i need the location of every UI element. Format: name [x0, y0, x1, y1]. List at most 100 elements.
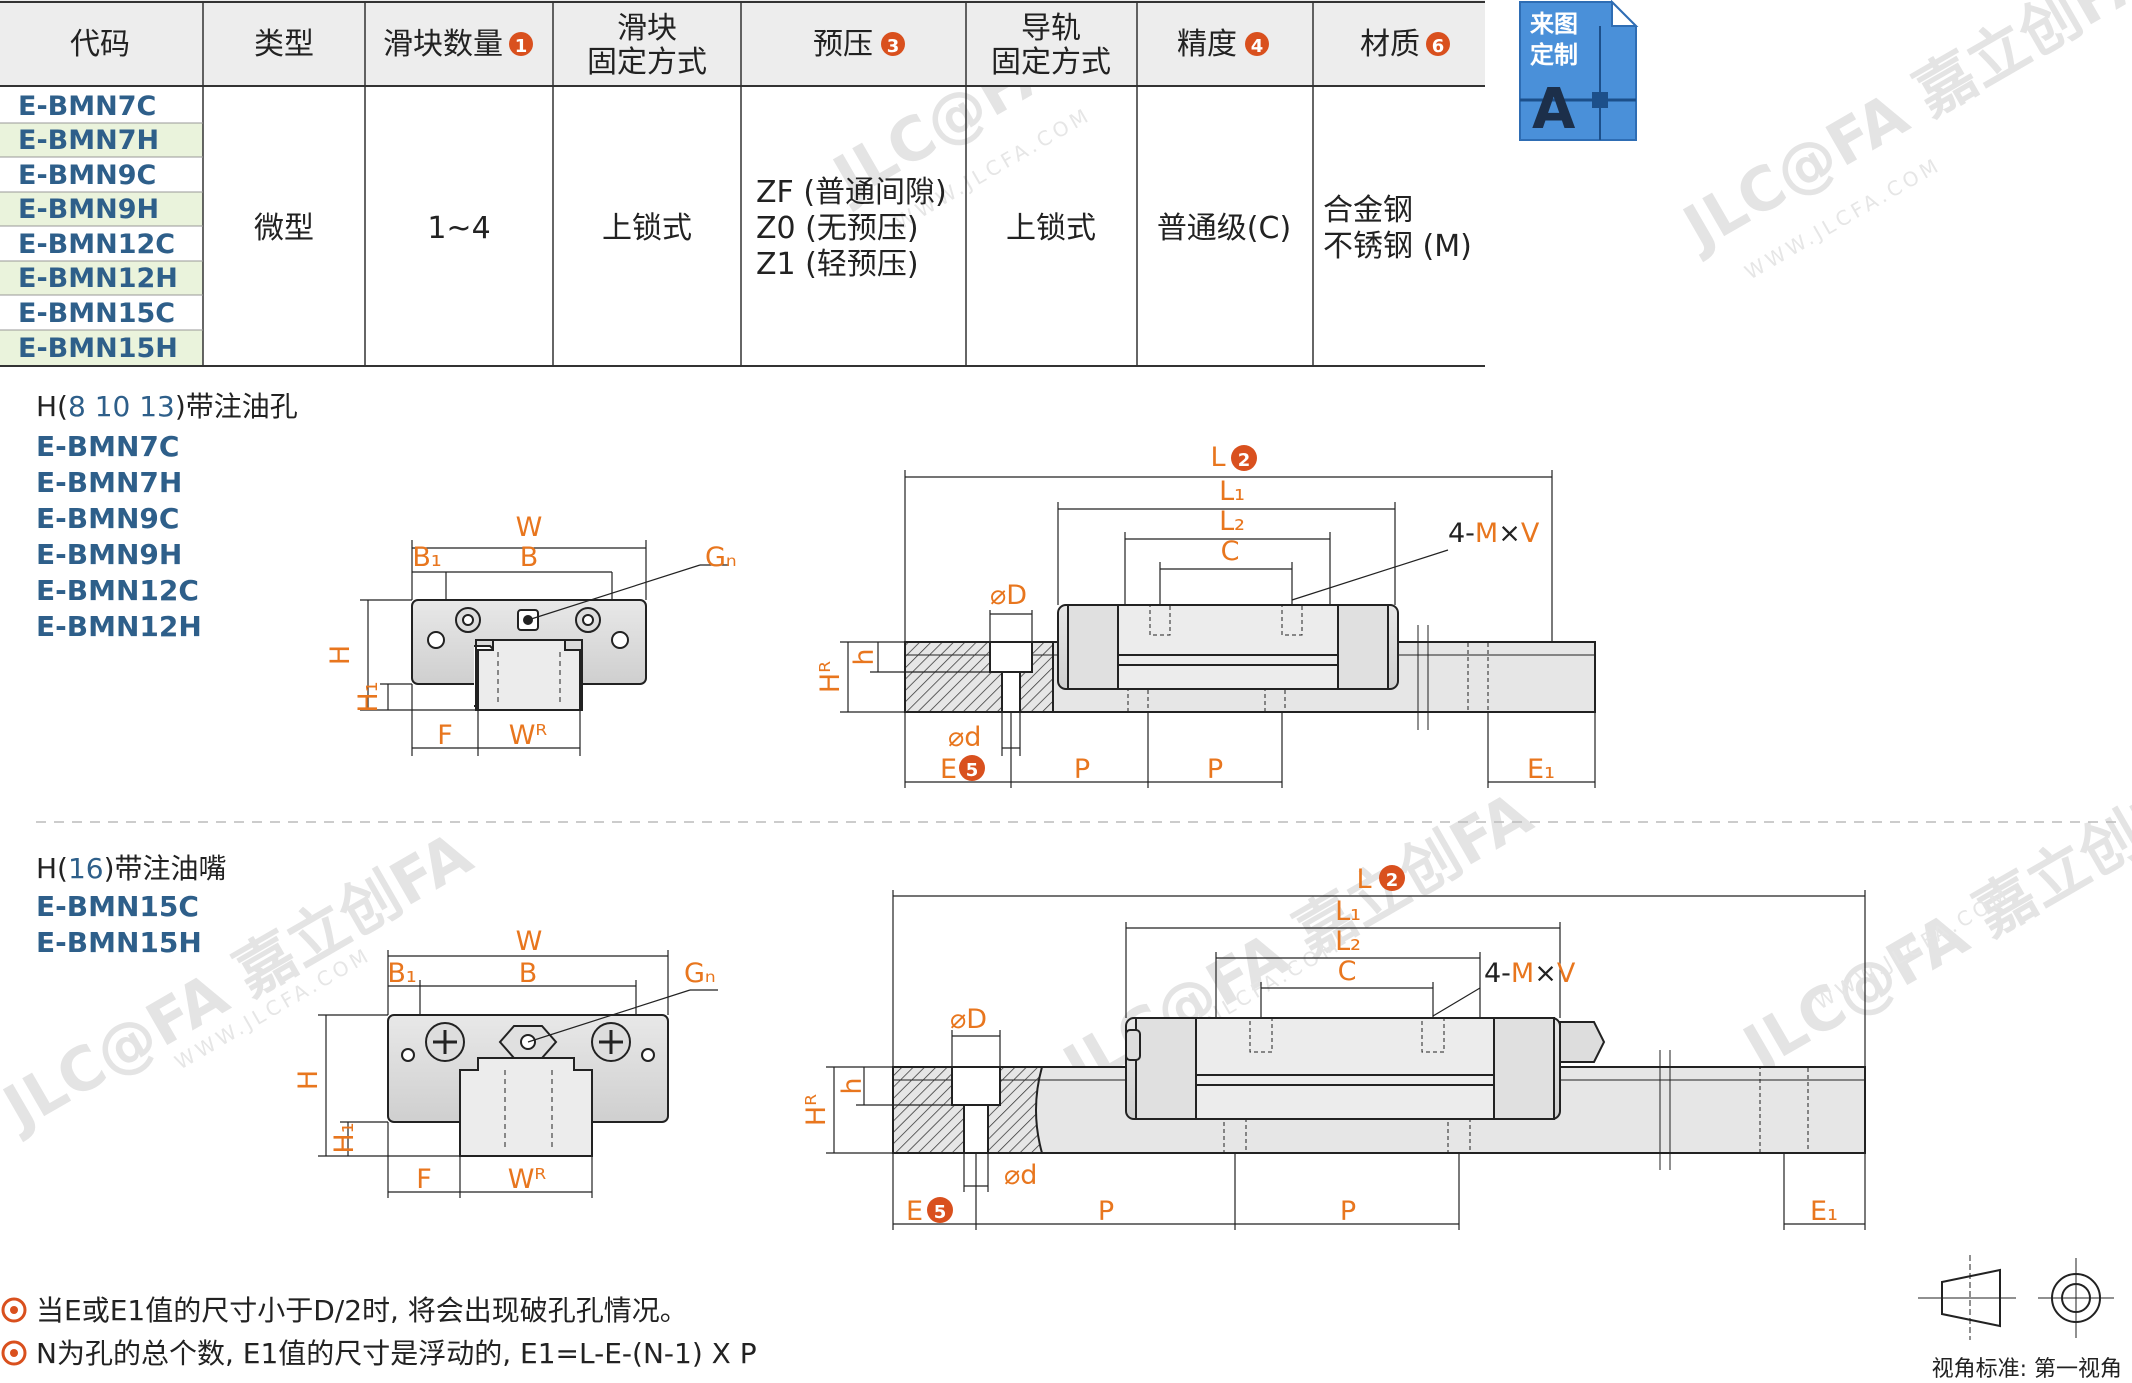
side-view-1 — [904, 604, 1596, 730]
dim-gn: Gₙ — [684, 958, 716, 989]
header-rail-fix-2: 固定方式 — [991, 45, 1111, 80]
badge-2-label: 2 — [1238, 450, 1251, 471]
side-view-2 — [892, 1017, 1866, 1170]
header-accuracy: 精度 — [1177, 27, 1237, 62]
header-slider-count: 滑块数量 — [383, 27, 503, 62]
section-code: E-BMN7C — [36, 430, 179, 463]
header-slider-fix-2: 固定方式 — [587, 45, 707, 80]
note-bullet-icon — [10, 1306, 18, 1314]
dim-c: C — [1338, 956, 1357, 987]
dim-b1: B₁ — [387, 958, 416, 989]
badge-2 — [1231, 445, 1257, 471]
code-cell: E-BMN9H — [18, 194, 159, 225]
section-2-title: H(16)带注油嘴 — [36, 852, 227, 885]
badge-line-2: 定制 — [1530, 41, 1578, 69]
dim-p: P — [1207, 754, 1223, 785]
code-cell: E-BMN12C — [18, 229, 175, 260]
watermark-text: JLC@FA 嘉立创FA — [1669, 0, 2132, 265]
dim-p: P — [1340, 1196, 1356, 1227]
badge-5 — [927, 1197, 953, 1223]
row-bg — [0, 123, 203, 157]
badge-5-label: 5 — [966, 760, 979, 781]
end-view-1-dims — [360, 540, 728, 756]
dim-h: H — [293, 1070, 324, 1090]
badge-6-label: 6 — [1432, 36, 1445, 57]
row-bg — [0, 261, 203, 295]
note-bullet-icon — [10, 1349, 18, 1357]
badge-2 — [1379, 865, 1405, 891]
dim-e: E — [906, 1196, 923, 1227]
dim-wr: Wᴿ — [508, 1164, 547, 1195]
rail-fix-cell: 上锁式 — [1006, 211, 1096, 246]
section-code: E-BMN15H — [36, 926, 202, 959]
custom-drawing-badge[interactable]: 来图 定制 A — [1519, 0, 1639, 142]
dim-b: B — [519, 958, 538, 989]
section-code: E-BMN12H — [36, 610, 202, 643]
badge-1 — [509, 32, 533, 56]
watermark-text: JLC@FA 嘉立创FA — [1729, 759, 2132, 1085]
dim-l1: L₁ — [1335, 896, 1361, 927]
material-cell-line: 不锈钢 (M) — [1323, 229, 1472, 264]
dim-hr: Hᴿ — [815, 661, 846, 693]
slider-count-cell: 1~4 — [427, 211, 490, 246]
dim-c: C — [1221, 536, 1240, 567]
header-preload: 预压 — [813, 27, 873, 62]
dim-l: L — [1210, 442, 1225, 473]
footnotes: 当E或E1值的尺寸小于D/2时, 将会出现破孔孔情况。 N为孔的总个数, E1值… — [1, 1294, 757, 1370]
preload-cell-line: Z1 (轻预压) — [756, 247, 919, 282]
row-bg — [0, 192, 203, 226]
accuracy-cell: 普通级(C) — [1157, 211, 1291, 246]
note-bullet-icon — [1, 1340, 27, 1366]
badge-1-label: 1 — [515, 36, 528, 57]
dim-h: H — [325, 645, 356, 665]
side-view-1-dims — [840, 470, 1596, 788]
dim-f: F — [416, 1164, 432, 1195]
note-text: N为孔的总个数, E1值的尺寸是浮动的, E1=L-E-(N-1) X P — [36, 1337, 757, 1370]
header-code: 代码 — [70, 27, 130, 62]
section-1: H(8 10 13)带注油孔 E-BMN7C E-BMN7H E-BMN9C E… — [36, 390, 298, 643]
badge-3-label: 3 — [887, 36, 900, 57]
dim-p: P — [1098, 1196, 1114, 1227]
code-cell: E-BMN12H — [18, 263, 178, 294]
dim-phi-d-lower: ⌀d — [1004, 1160, 1037, 1191]
side-view-2-dims — [826, 890, 1866, 1230]
code-cell: E-BMN7H — [18, 125, 159, 156]
end-view-1 — [411, 599, 647, 711]
header-rail-fix-1: 导轨 — [1021, 11, 1081, 46]
badge-2-label: 2 — [1386, 870, 1399, 891]
dim-w: W — [516, 512, 543, 543]
dim-b: B — [520, 542, 539, 573]
dim-f: F — [437, 720, 453, 751]
view-standard-label: 视角标准: 第一视角 — [1932, 1357, 2122, 1382]
note-bullet-icon — [1, 1297, 27, 1323]
dim-h1: H₁ — [329, 1122, 360, 1153]
spec-table: 代码 类型 滑块数量 1 滑块 固定方式 预压 3 导轨 固定方式 精度 4 材… — [0, 0, 1485, 367]
dim-b1: B₁ — [412, 542, 441, 573]
end-view-2-dims — [318, 950, 718, 1198]
dim-mxv: 4-M×V — [1448, 518, 1540, 549]
dim-h-small: h — [849, 648, 880, 665]
code-cell: E-BMN9C — [18, 160, 156, 191]
type-cell: 微型 — [254, 211, 314, 246]
dim-h1: H₁ — [353, 681, 384, 712]
badge-4 — [1245, 32, 1269, 56]
badge-line-1: 来图 — [1530, 10, 1578, 38]
badge-3 — [881, 32, 905, 56]
code-cell: E-BMN15H — [18, 333, 178, 364]
dim-p: P — [1074, 754, 1090, 785]
section-code: E-BMN12C — [36, 574, 199, 607]
preload-cell-line: ZF (普通间隙) — [756, 175, 947, 210]
dim-phi-d-upper: ⌀D — [990, 580, 1027, 611]
section-code: E-BMN15C — [36, 890, 199, 923]
section-code: E-BMN9H — [36, 538, 182, 571]
dim-wr: Wᴿ — [509, 720, 548, 751]
dim-l2: L₂ — [1335, 926, 1361, 957]
dim-e1: E₁ — [1527, 754, 1555, 785]
code-cell: E-BMN7C — [18, 91, 156, 122]
preload-cell-line: Z0 (无预压) — [756, 211, 919, 246]
section-code: E-BMN9C — [36, 502, 179, 535]
dim-e: E — [940, 754, 957, 785]
dim-l1: L₁ — [1219, 476, 1245, 507]
dim-mxv: 4-M×V — [1484, 958, 1576, 989]
